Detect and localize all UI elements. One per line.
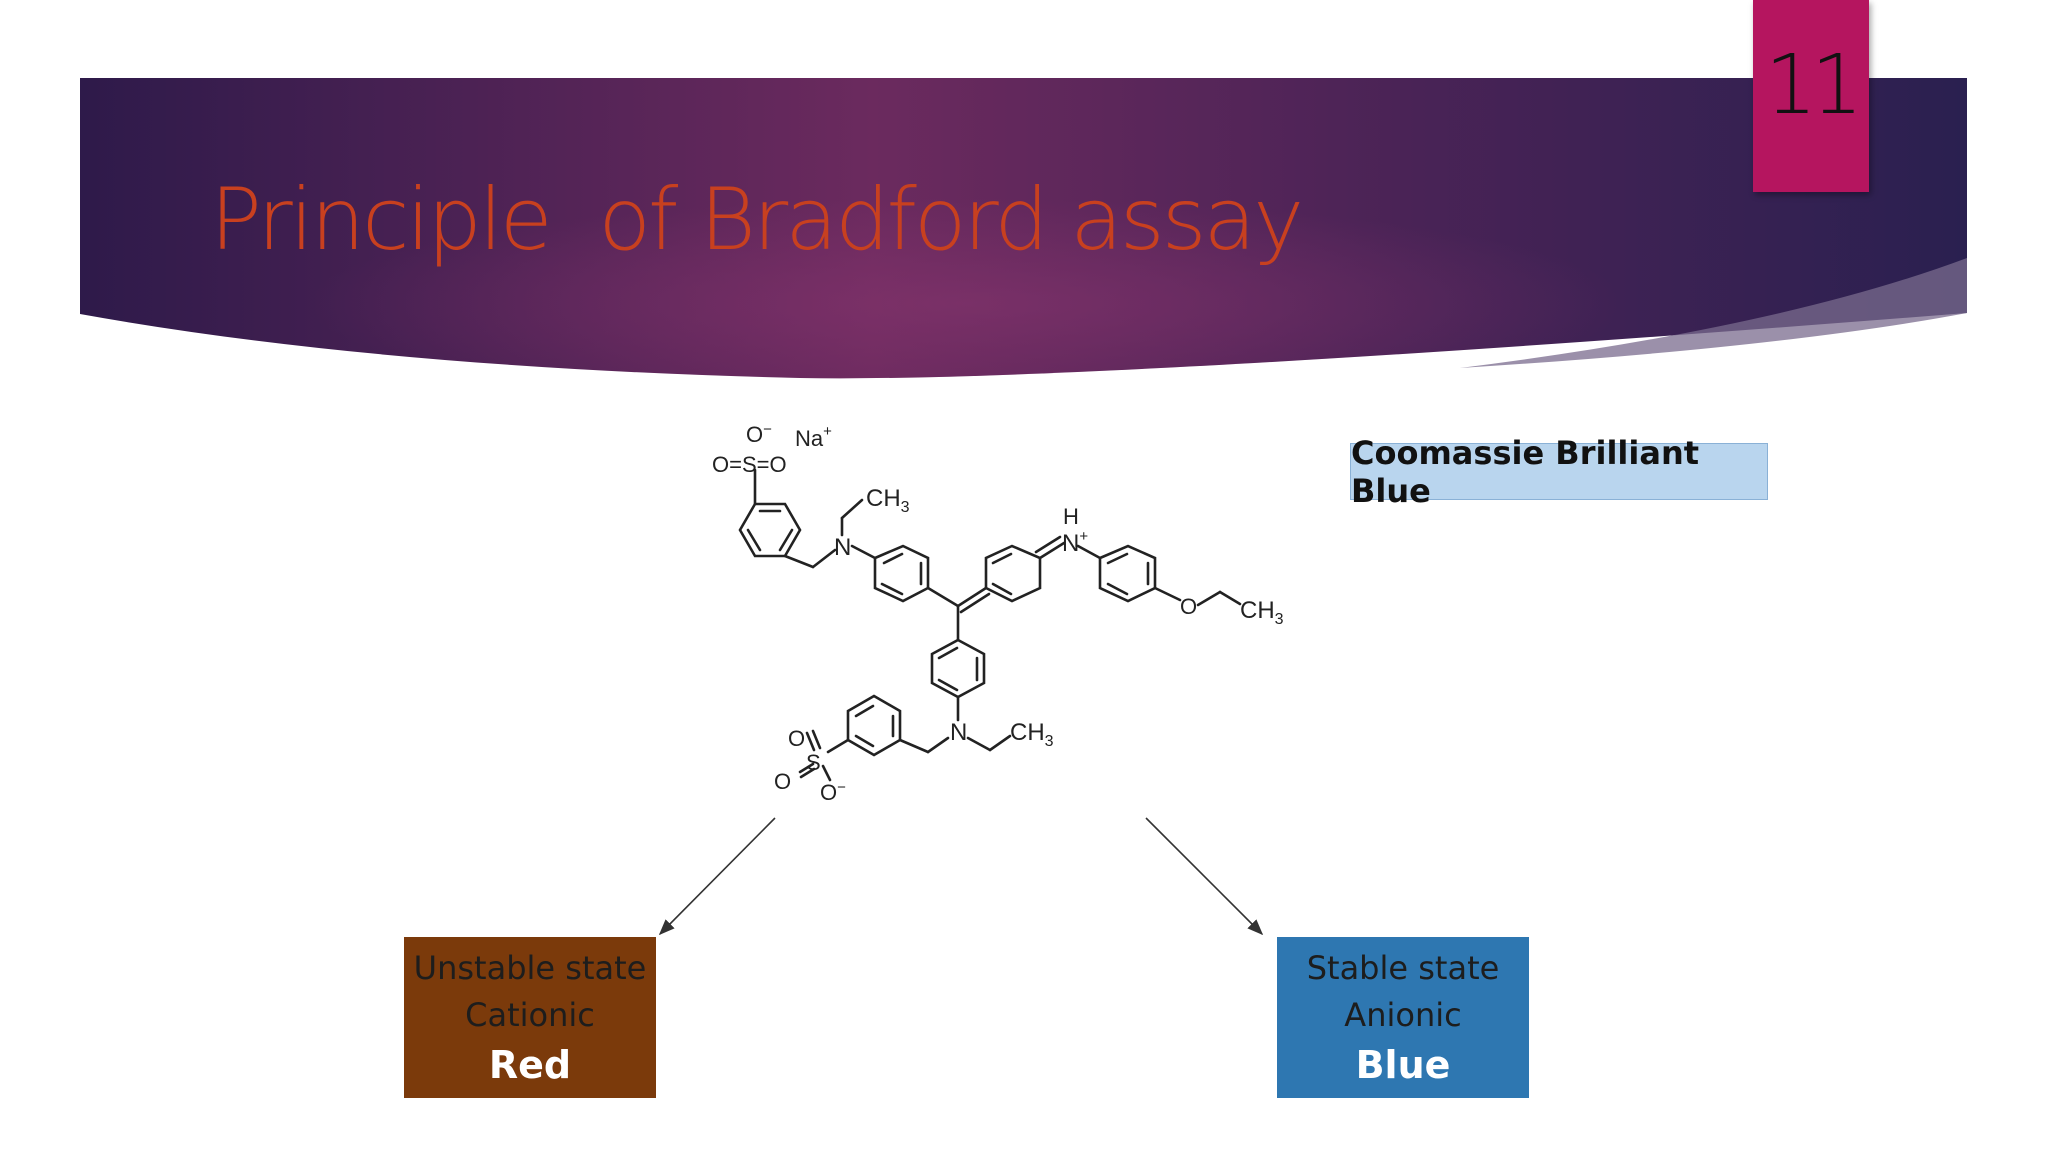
- dye-name-label: Coomassie Brilliant Blue: [1350, 434, 1768, 510]
- atom-h-iminium: H: [1063, 504, 1079, 529]
- atom-o-ether: O: [1180, 594, 1197, 619]
- atom-o-bottom-minus: O−: [820, 779, 846, 805]
- atom-ch3-ether: CH3: [1240, 597, 1284, 628]
- unstable-state-label: Unstable state: [413, 949, 647, 987]
- atom-n-bottom: N: [950, 719, 967, 746]
- anionic-label: Anionic: [1344, 996, 1462, 1034]
- arrow-to-unstable-state: [658, 817, 776, 936]
- red-label: Red: [488, 1043, 572, 1087]
- title-banner: [80, 78, 1967, 379]
- slide-title: Principle of Bradford assay: [210, 170, 1304, 270]
- atom-ch3-bottom: CH3: [1010, 719, 1054, 750]
- atom-ch3-top: CH3: [866, 485, 910, 516]
- page-number: 11: [1764, 38, 1863, 133]
- atom-o-bottom-left: O: [774, 769, 791, 794]
- atom-sulfonyl-top: O=S=O: [712, 452, 787, 477]
- stable-state-label: Stable state: [1306, 949, 1500, 987]
- blue-label: Blue: [1355, 1043, 1451, 1087]
- stable-state-box: Stable state Anionic Blue: [1277, 937, 1529, 1098]
- coomassie-structure-diagram: O− Na+ O=S=O CH3 N H N+ O CH3 N CH3 O S …: [712, 421, 1284, 805]
- atom-o-minus-top: O−: [746, 421, 772, 447]
- atom-o-bottom-top: O: [788, 726, 805, 751]
- unstable-state-box: Unstable state Cationic Red: [404, 937, 656, 1098]
- atom-na-plus: Na+: [795, 423, 832, 451]
- page-number-badge: 11: [1753, 0, 1869, 192]
- atom-n-top: N: [834, 534, 851, 561]
- cationic-label: Cationic: [465, 996, 595, 1034]
- arrow-to-stable-state: [1145, 817, 1264, 936]
- atom-s-bottom: S: [806, 750, 821, 775]
- atom-n-iminium: N+: [1062, 528, 1088, 557]
